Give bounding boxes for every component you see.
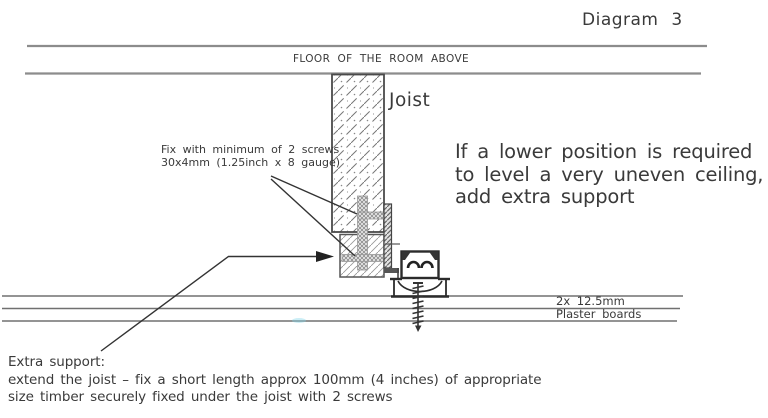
plasterboard-lines bbox=[2, 295, 683, 322]
fix-note-line1: Fix with minimum of 2 screws bbox=[161, 143, 340, 156]
clip-spring-arc-right bbox=[420, 260, 434, 269]
fixing-screws bbox=[341, 195, 391, 271]
side-note-line2: to level a very uneven ceiling, bbox=[455, 162, 764, 186]
clip-spring-arc-left bbox=[406, 260, 421, 269]
screw-tip bbox=[415, 325, 422, 332]
highlight-smudge bbox=[292, 318, 306, 323]
plasterboard-label-size: 2x 12.5mm bbox=[556, 294, 625, 308]
floor-above-label: FLOOR OF THE ROOM ABOVE bbox=[292, 53, 470, 65]
side-note-line3: add extra support bbox=[455, 185, 635, 208]
floor-lines bbox=[25, 44, 707, 75]
hanger-bracket bbox=[383, 203, 400, 278]
joist-label: Joist bbox=[389, 90, 431, 111]
leader-arrowhead bbox=[316, 251, 334, 262]
fix-note-line2: 30x4mm (1.25inch x 8 gauge) bbox=[161, 156, 340, 169]
extra-support-note-title: Extra support: bbox=[8, 354, 105, 370]
fixing-screw-bottom bbox=[412, 282, 424, 332]
extra-support-note: Extra support: extend the joist – fix a … bbox=[8, 354, 542, 407]
leader-line-extra-support bbox=[100, 251, 334, 352]
acoustic-clip bbox=[400, 250, 440, 280]
plasterboard-label-name: Plaster boards bbox=[556, 307, 642, 321]
fix-screws-note: Fix with minimum of 2 screws 30x4mm (1.2… bbox=[161, 143, 340, 169]
side-note-line1: If a lower position is required bbox=[455, 140, 753, 163]
lower-position-note: If a lower position is required to level… bbox=[455, 140, 764, 209]
leader-lines-fix-note bbox=[270, 175, 358, 257]
extra-support-note-line1: extend the joist – fix a short length ap… bbox=[8, 371, 542, 388]
diagram-title: Diagram 3 bbox=[582, 10, 683, 30]
extra-support-note-line2: size timber securely fixed under the joi… bbox=[8, 389, 393, 405]
furring-channel bbox=[390, 277, 450, 298]
